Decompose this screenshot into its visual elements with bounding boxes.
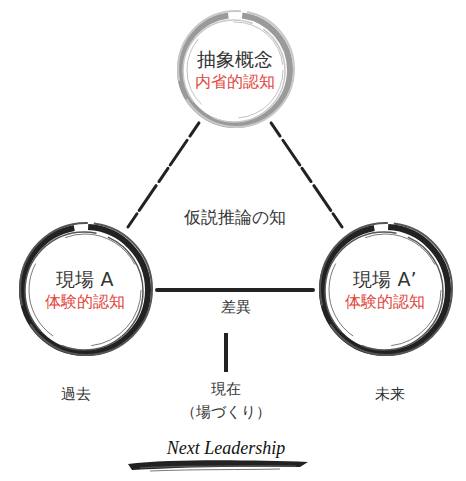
circle-heading: 現場 A’ bbox=[353, 267, 416, 292]
connector-line bbox=[157, 288, 313, 292]
brush-stroke bbox=[29, 234, 141, 346]
brush-stroke bbox=[329, 234, 441, 346]
brush-stroke bbox=[25, 232, 143, 350]
text-label: 過去 bbox=[46, 383, 106, 406]
brush-underline bbox=[128, 460, 308, 470]
circle-heading: 抽象概念 bbox=[197, 47, 273, 72]
circle-subtext: 体験的認知 bbox=[45, 292, 125, 313]
brush-underline bbox=[140, 466, 296, 468]
brush-underline bbox=[150, 469, 280, 471]
brush-stroke bbox=[322, 227, 448, 353]
brush-stroke bbox=[20, 223, 152, 355]
text-label: 仮説推論の知 bbox=[155, 205, 315, 231]
circle-subtext: 内省的認知 bbox=[195, 72, 275, 93]
circle-node: 現場 A体験的認知 bbox=[17, 222, 153, 358]
brush-stroke bbox=[187, 22, 283, 118]
caption: Next Leadership bbox=[167, 438, 286, 459]
brush-stroke bbox=[325, 232, 443, 350]
text-label: 未来 bbox=[360, 383, 420, 406]
leader-line bbox=[224, 333, 228, 372]
text-label: 現在 （場づくり） bbox=[166, 378, 286, 423]
circle-heading: 現場 A bbox=[56, 267, 113, 292]
brush-stroke bbox=[180, 15, 290, 125]
edge-label: 差異 bbox=[218, 298, 254, 317]
brush-stroke bbox=[178, 11, 294, 127]
circle-node: 現場 A’体験的認知 bbox=[317, 222, 453, 358]
brush-stroke bbox=[22, 227, 148, 353]
brush-stroke bbox=[183, 20, 285, 122]
circle-subtext: 体験的認知 bbox=[345, 292, 425, 313]
brush-stroke bbox=[320, 223, 452, 355]
connector bbox=[157, 290, 313, 291]
circle-node: 抽象概念内省的認知 bbox=[175, 10, 295, 130]
